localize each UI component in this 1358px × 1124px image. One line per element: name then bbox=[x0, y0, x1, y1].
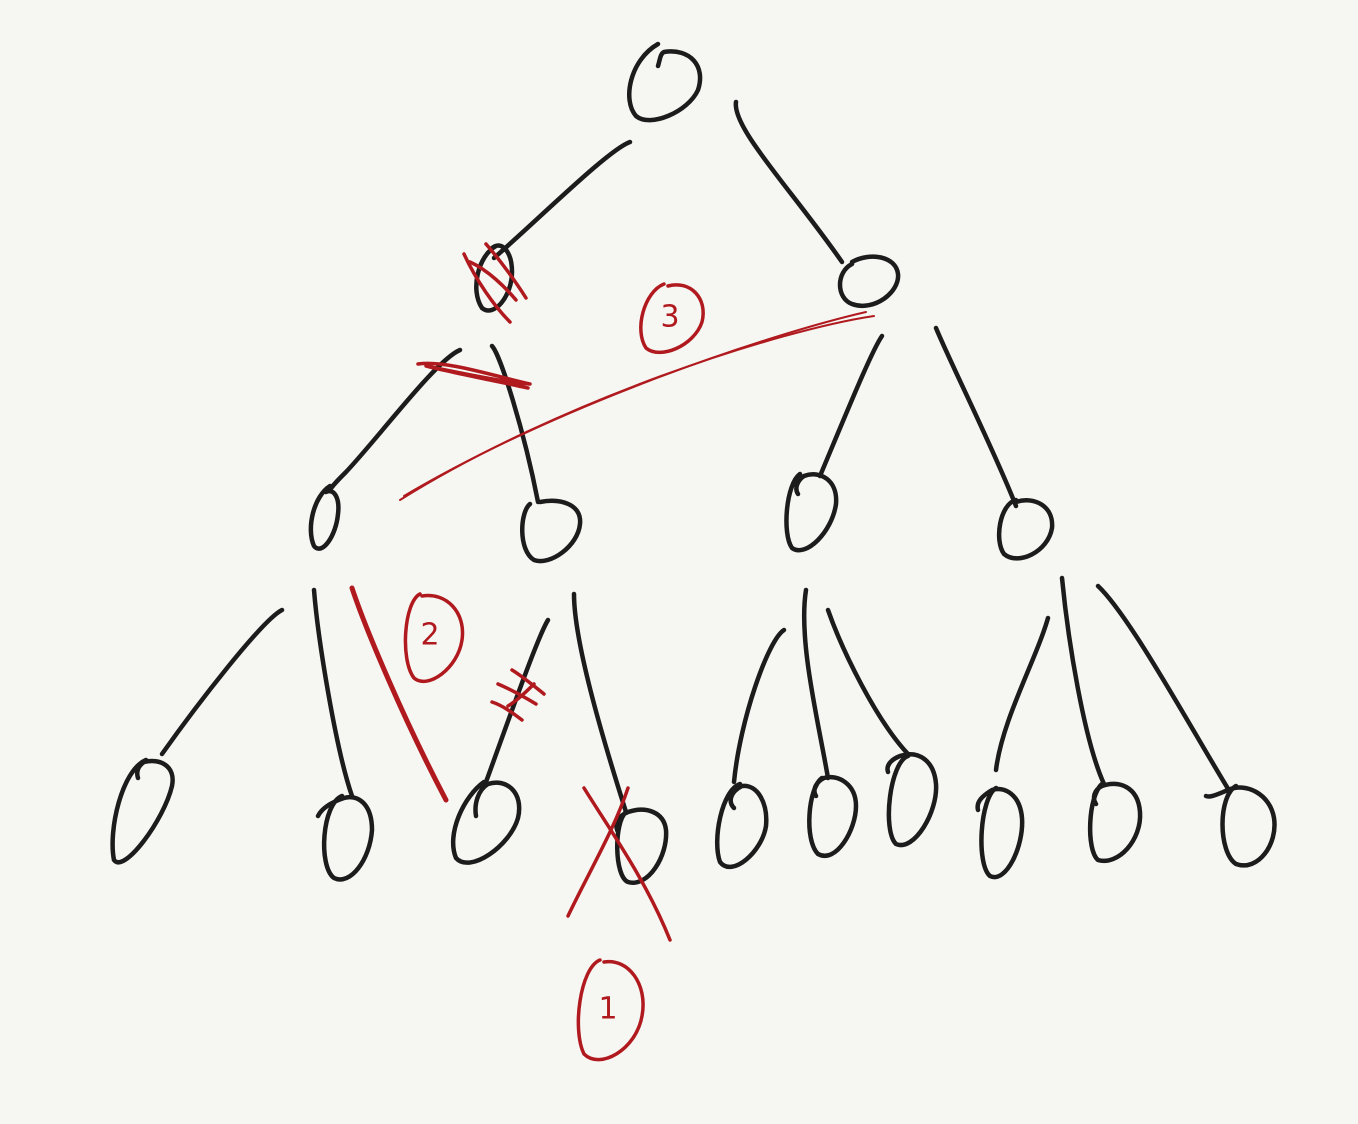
node-l1-right bbox=[837, 254, 901, 308]
prune-line-2 bbox=[349, 585, 449, 803]
edge-l1right-l2d bbox=[933, 325, 1019, 509]
edge-l2c-l3-6 bbox=[801, 587, 831, 781]
node-l3-4 bbox=[614, 807, 669, 885]
node-l3-7 bbox=[885, 752, 939, 848]
tree-nodes bbox=[110, 41, 1277, 885]
step-3-marker: 3 bbox=[639, 282, 705, 355]
edge-root-l1-right bbox=[733, 99, 845, 265]
node-l3-3 bbox=[450, 779, 522, 865]
node-l2-a bbox=[308, 483, 341, 551]
node-l3-10 bbox=[1203, 783, 1277, 868]
prune-line-3 bbox=[399, 311, 875, 501]
edge-l2c-l3-5 bbox=[731, 627, 787, 785]
node-l3-5 bbox=[715, 781, 769, 870]
node-l2-d bbox=[996, 497, 1055, 561]
node-l1-left bbox=[474, 243, 515, 313]
edge-l2a-l3-2 bbox=[311, 587, 355, 799]
step-1-marker: 1 bbox=[576, 958, 645, 1062]
node-l2-b bbox=[520, 498, 583, 564]
cross-mark-l3-4 bbox=[566, 786, 672, 942]
red-annotations: 3 2 1 bbox=[349, 242, 875, 1062]
node-l3-2 bbox=[315, 793, 375, 882]
node-l3-1 bbox=[110, 757, 175, 865]
step-1-label: 1 bbox=[598, 992, 617, 1027]
edge-l1left-l2b bbox=[489, 343, 541, 505]
edge-l2c-l3-7 bbox=[825, 607, 911, 757]
tree-edges bbox=[159, 99, 1233, 815]
edge-l2d-l3-8 bbox=[993, 615, 1051, 773]
edge-l2d-l3-10 bbox=[1095, 583, 1233, 795]
edge-root-l1-left bbox=[491, 139, 633, 261]
node-l3-8 bbox=[975, 785, 1025, 880]
strike-scribble-edge bbox=[416, 361, 532, 390]
node-l3-6 bbox=[807, 774, 859, 858]
edge-l2b-l3-3 bbox=[483, 617, 551, 785]
node-l2-c bbox=[784, 471, 839, 553]
step-2-label: 2 bbox=[420, 618, 439, 653]
cross-mark-l1-left bbox=[462, 242, 528, 324]
edge-l2a-l3-1 bbox=[159, 607, 285, 757]
step-3-label: 3 bbox=[660, 300, 679, 335]
edge-l2d-l3-9 bbox=[1059, 575, 1107, 787]
node-root bbox=[627, 41, 703, 123]
tally-marks bbox=[490, 668, 546, 722]
edge-l1right-l2c bbox=[817, 333, 885, 479]
edge-l2b-l3-4 bbox=[571, 591, 629, 815]
step-2-marker: 2 bbox=[403, 592, 465, 684]
node-l3-9 bbox=[1087, 781, 1143, 864]
